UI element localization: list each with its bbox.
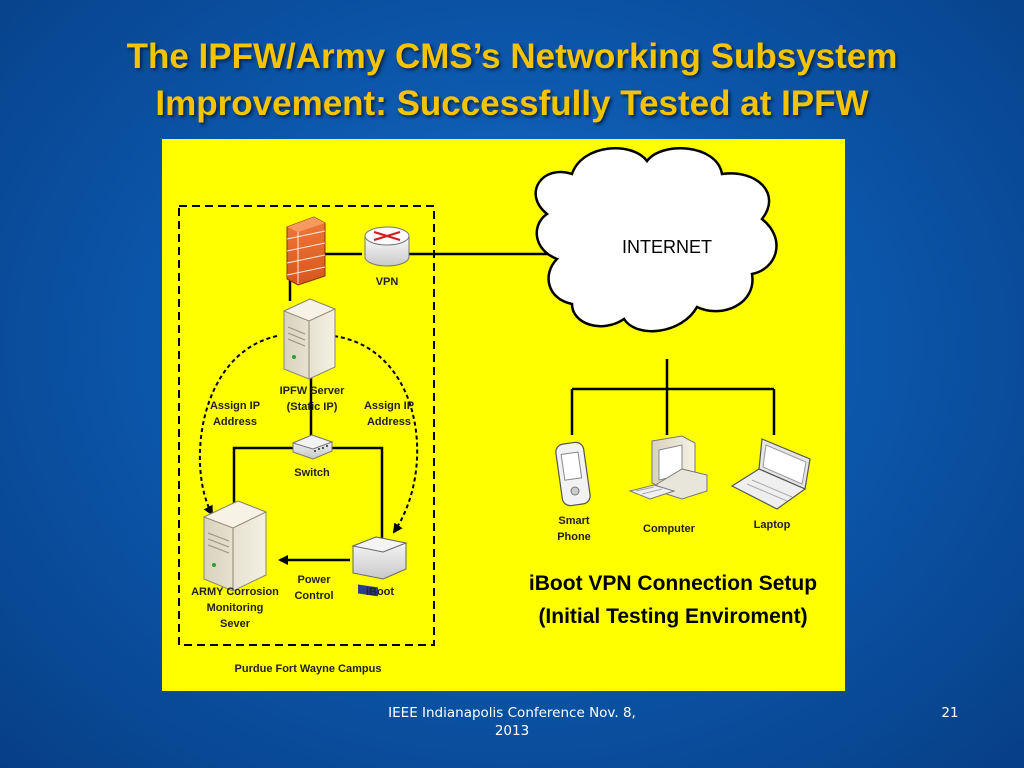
assign-ip-right-label-line-2: Address [367, 416, 411, 428]
smartphone-label-line-1: Smart [558, 515, 590, 527]
diagram-panel: INTERNET VPN IPFW Server (Static IP) [162, 139, 845, 691]
setup-caption-line-1: iBoot VPN Connection Setup [529, 572, 817, 595]
slide-title-line-2: Improvement: Successfully Tested at IPFW [155, 84, 869, 123]
ipfw-server-label-line-2: (Static IP) [287, 401, 338, 413]
power-control-label-line-2: Control [294, 590, 333, 602]
army-server-label-line-2: Monitoring [207, 602, 264, 614]
switch-icon [291, 434, 334, 460]
smartphone-icon [555, 441, 591, 507]
page-number: 21 [941, 705, 959, 721]
assign-ip-left-arrow [198, 335, 278, 516]
footer-text-line-2: 2013 [494, 723, 530, 739]
vpn-router-icon [364, 226, 410, 267]
power-control-label-line-1: Power [297, 574, 331, 586]
assign-ip-left-label-line-1: Assign IP [210, 400, 260, 412]
assign-ip-right-arrow [333, 335, 419, 534]
assign-ip-left-label-line-2: Address [213, 416, 257, 428]
network-links [232, 252, 776, 543]
setup-caption-line-2: (Initial Testing Enviroment) [538, 605, 807, 628]
ipfw-server-label-line-1: IPFW Server [280, 385, 346, 397]
computer-icon [628, 435, 708, 500]
internet-label: INTERNET [622, 237, 712, 257]
campus-boundary [178, 205, 435, 646]
computer-label: Computer [643, 523, 696, 535]
footer-text: IEEE Indianapolis Conference Nov. 8, 201… [372, 704, 652, 740]
vpn-label: VPN [376, 276, 399, 288]
smartphone-label-line-2: Phone [557, 531, 591, 543]
army-server-label-line-3: Sever [220, 618, 251, 630]
iboot-device-icon [351, 536, 408, 597]
army-server-icon [202, 500, 268, 592]
laptop-label: Laptop [754, 519, 791, 531]
ipfw-server-icon [282, 298, 337, 380]
switch-label: Switch [294, 467, 330, 479]
footer-text-line-1: IEEE Indianapolis Conference Nov. 8, [388, 705, 636, 721]
network-diagram: INTERNET VPN IPFW Server (Static IP) [178, 147, 817, 675]
iboot-label: iBoot [366, 586, 394, 598]
campus-label: Purdue Fort Wayne Campus [235, 663, 382, 675]
slide-title-line-1: The IPFW/Army CMS’s Networking Subsystem [126, 37, 898, 76]
assign-ip-right-label-line-1: Assign IP [364, 400, 414, 412]
army-server-label-line-1: ARMY Corrosion [191, 586, 279, 598]
firewall-icon [286, 216, 326, 286]
internet-cloud-icon [534, 147, 778, 333]
laptop-icon [730, 438, 811, 510]
